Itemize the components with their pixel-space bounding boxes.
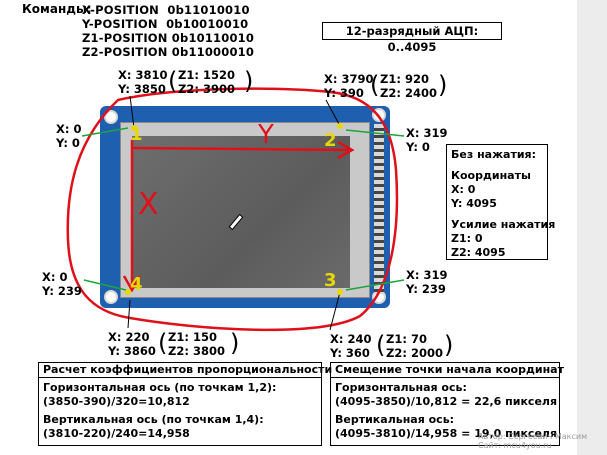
pointer-top-right-corner [346, 130, 404, 136]
coefficients-h-heading: Горизонтальная ось (по точкам 1,2): [39, 381, 321, 395]
point-1-z2: Z2: 3900 [178, 82, 235, 96]
point-1-y: Y: 3850 [118, 82, 166, 96]
point-4-paren-close: ) [230, 330, 239, 356]
pointer-point-4 [128, 300, 130, 328]
point-4-y: Y: 3860 [108, 344, 156, 358]
offset-h-heading: Горизонтальная ось: [331, 381, 559, 395]
point-4-z1: Z1: 150 [168, 330, 217, 344]
point-2-x: X: 3790 [324, 72, 373, 86]
y-axis-arrow [132, 148, 350, 150]
touch-point-3-marker [337, 289, 343, 295]
point-2-paren-close: ) [438, 72, 447, 98]
point-4-paren-open: ( [158, 330, 167, 356]
point-3-y: Y: 360 [330, 346, 370, 360]
no-press-z1: Z1: 0 [451, 232, 543, 246]
point-2-paren-open: ( [370, 72, 379, 98]
point-label-1: 1 [130, 126, 143, 144]
no-press-title: Без нажатия: [451, 148, 543, 162]
corner-top-left-x: X: 0 [56, 122, 81, 136]
offset-title: Смещение точки начала координат [331, 363, 559, 378]
point-label-2: 2 [324, 132, 337, 150]
point-1-paren-close: ) [244, 68, 253, 94]
no-press-force-heading: Усилие нажатия [451, 218, 543, 232]
pointer-bottom-right-corner [346, 280, 404, 290]
point-3-z1: Z1: 70 [386, 332, 427, 346]
point-2-z1: Z1: 920 [380, 72, 429, 86]
coefficients-box: Расчет коэффициентов пропорциональности … [38, 362, 322, 446]
point-2-y: Y: 390 [324, 86, 364, 100]
no-press-info-box: Без нажатия: Координаты X: 0 Y: 4095 Уси… [446, 144, 548, 260]
x-axis-letter: X [138, 190, 159, 220]
y-axis-letter: Y [258, 122, 274, 148]
corner-top-right-y: Y: 0 [406, 140, 430, 154]
corner-bottom-left-x: X: 0 [42, 270, 67, 284]
coefficients-title: Расчет коэффициентов пропорциональности [39, 363, 321, 378]
pointer-top-left-corner [82, 128, 128, 136]
point-1-z1: Z1: 1520 [178, 68, 235, 82]
pointer-bottom-left-corner [84, 280, 126, 290]
point-4-z2: Z2: 3800 [168, 344, 225, 358]
point-4-x: X: 220 [108, 330, 149, 344]
point-label-3: 3 [324, 272, 337, 290]
point-3-paren-open: ( [376, 332, 385, 358]
no-press-x: X: 0 [451, 183, 543, 197]
point-2-z2: Z2: 2400 [380, 86, 437, 100]
coefficients-v-formula: (3810-220)/240=14,958 [39, 427, 321, 441]
corner-top-right-x: X: 319 [406, 126, 447, 140]
corner-bottom-left-y: Y: 239 [42, 284, 82, 298]
pointer-point-2 [326, 100, 340, 126]
offset-v-heading: Вертикальная ось: [331, 413, 559, 427]
point-3-paren-close: ) [444, 332, 453, 358]
watermark-line-2: Сайт: mcu4you.ru [478, 441, 587, 450]
point-1-paren-open: ( [168, 68, 177, 94]
watermark-line-1: Автор: Сергеевич Максим [478, 432, 587, 441]
coefficients-v-heading: Вертикальная ось (по точкам 1,4): [39, 413, 321, 427]
stylus-cursor-icon [229, 215, 242, 230]
red-freehand-loop [68, 89, 397, 330]
point-label-4: 4 [130, 276, 143, 294]
no-press-coords-heading: Координаты [451, 169, 543, 183]
watermark: Автор: Сергеевич Максим Сайт: mcu4you.ru [478, 432, 587, 450]
corner-bottom-right-y: Y: 239 [406, 282, 446, 296]
coefficients-h-formula: (3850-390)/320=10,812 [39, 395, 321, 409]
point-3-z2: Z2: 2000 [386, 346, 443, 360]
point-3-x: X: 240 [330, 332, 371, 346]
corner-bottom-right-x: X: 319 [406, 268, 447, 282]
corner-top-left-y: Y: 0 [56, 136, 80, 150]
touch-point-2-marker [337, 123, 343, 129]
point-1-x: X: 3810 [118, 68, 167, 82]
no-press-z2: Z2: 4095 [451, 246, 543, 260]
offset-h-formula: (4095-3850)/10,812 = 22,6 пикселя [331, 395, 559, 409]
no-press-y: Y: 4095 [451, 197, 543, 211]
